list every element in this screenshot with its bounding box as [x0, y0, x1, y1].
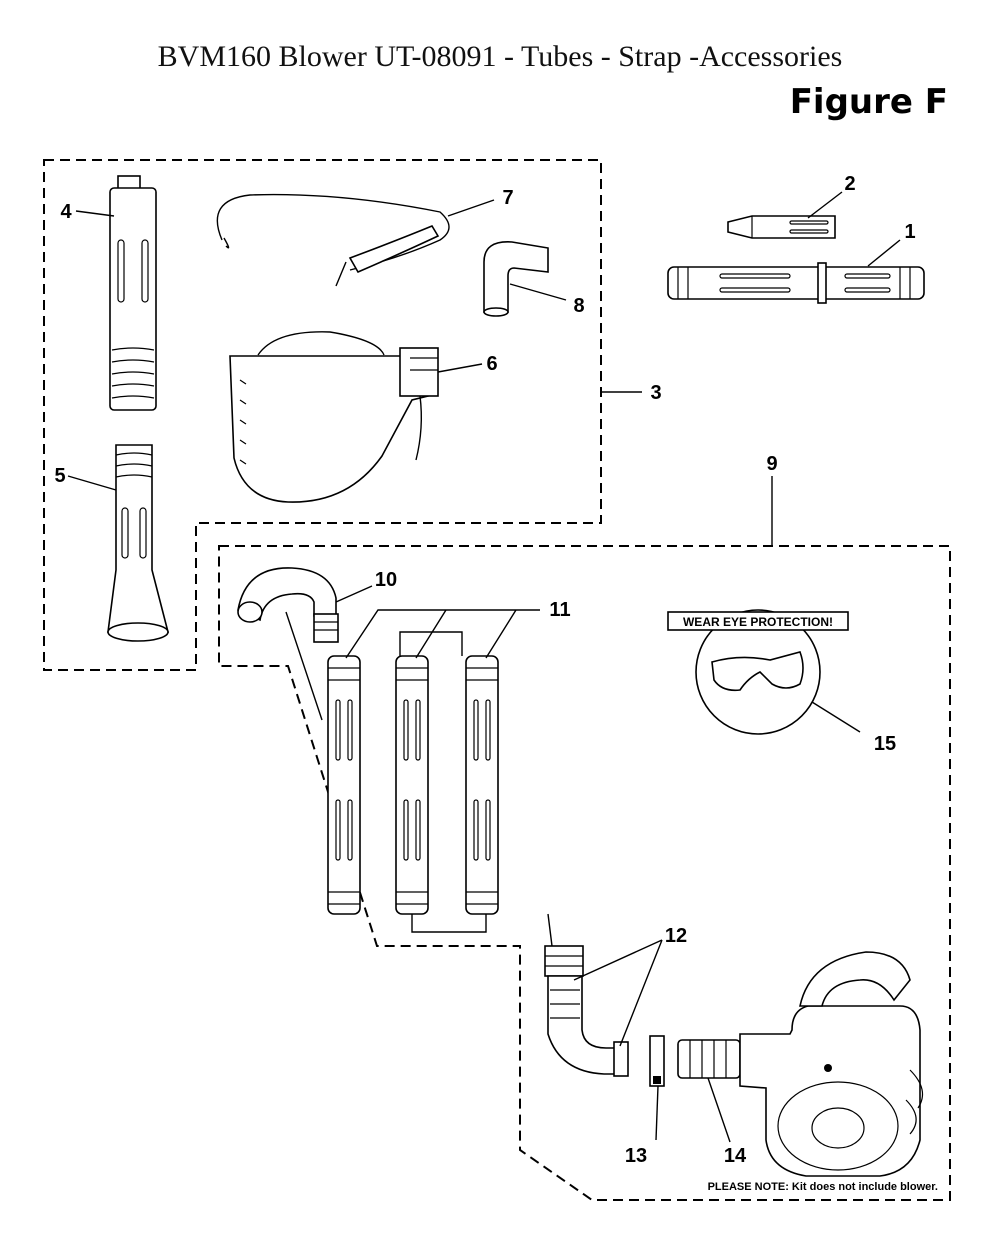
tube-part-4 — [109, 175, 157, 411]
callout-1: 1 — [904, 221, 915, 243]
callout-5: 5 — [54, 465, 65, 487]
blower-illustration — [739, 951, 924, 1177]
callout-15: 15 — [874, 733, 896, 755]
callout-13: 13 — [625, 1145, 647, 1167]
coupling-part-14 — [677, 1039, 741, 1079]
assembly-line-right — [547, 913, 553, 947]
clip-part-13 — [649, 1035, 665, 1087]
eye-protection-sign-text: WEAR EYE PROTECTION! — [683, 615, 833, 629]
inlet-tube-part-10 — [237, 567, 339, 643]
kit-boundary-9 — [218, 545, 951, 1201]
page-title: BVM160 Blower UT-08091 - Tubes - Strap -… — [157, 40, 843, 73]
kit-boundary-3 — [43, 159, 602, 671]
extension-tube-part-11-b — [395, 655, 429, 915]
callout-4: 4 — [60, 201, 72, 223]
callout-3: 3 — [650, 382, 661, 404]
figure-label: Figure F — [789, 82, 948, 122]
callout-9: 9 — [766, 453, 777, 475]
elbow-tube-part-12 — [544, 945, 629, 1077]
callout-10: 10 — [375, 569, 397, 591]
eye-protection-label-part-15: WEAR EYE PROTECTION! — [667, 609, 849, 735]
kit-note: PLEASE NOTE: Kit does not include blower… — [708, 1181, 938, 1193]
extension-tube-part-11-a — [327, 655, 361, 915]
tube-part-5 — [107, 444, 170, 642]
callout-11: 11 — [549, 599, 570, 621]
strap-part-7 — [216, 193, 450, 287]
assembly-line-left — [285, 611, 323, 721]
extension-tube-part-11-c — [465, 655, 499, 915]
nozzle-part-2 — [727, 215, 836, 239]
connection-bracket-top — [399, 631, 463, 656]
leader-lines — [67, 191, 901, 1143]
tube-part-1 — [667, 262, 925, 304]
safety-glasses-icon — [711, 651, 804, 692]
callout-14: 14 — [724, 1145, 747, 1167]
bag-part-6 — [229, 331, 439, 503]
callout-12: 12 — [665, 925, 687, 947]
elbow-part-8 — [483, 241, 549, 317]
callout-2: 2 — [844, 173, 855, 195]
callout-6: 6 — [486, 353, 497, 375]
callout-7: 7 — [502, 187, 513, 209]
callout-8: 8 — [573, 295, 584, 317]
connection-bracket-bottom — [411, 914, 487, 933]
